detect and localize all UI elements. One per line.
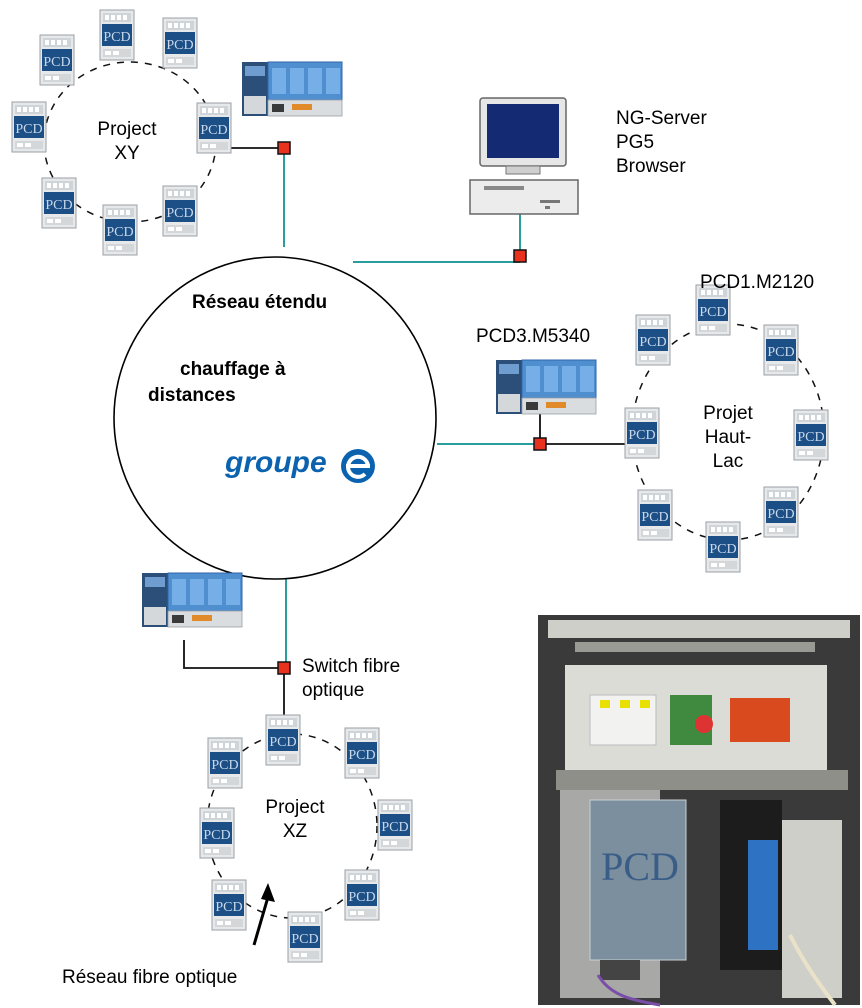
- switch-label: Switch fibre optique: [302, 655, 400, 703]
- wan-line3: distances: [148, 385, 236, 406]
- ring-xz-label: Project XZ: [255, 796, 335, 844]
- pcd3-xy: [241, 61, 343, 117]
- groupe-e-logo-icon: [341, 449, 375, 483]
- ring-hautlac-line2: Haut-: [704, 427, 752, 448]
- ring-xy-line2: XY: [114, 143, 140, 164]
- pcd1-label: PCD1.M2120: [700, 272, 815, 293]
- server-label: NG-Server PG5 Browser: [616, 107, 707, 179]
- ring-xz: [206, 733, 378, 919]
- wan-line2: chauffage à: [180, 359, 286, 380]
- ring-xy-line1: Project: [97, 119, 157, 140]
- svg-text:PCD: PCD: [601, 844, 679, 889]
- ring-xz-line2: XZ: [282, 821, 308, 842]
- ring-xz-line1: Project: [265, 797, 325, 818]
- pcd3-hautlac: [495, 359, 597, 415]
- switch-label-line2: optique: [302, 680, 365, 701]
- wan-title: Réseau étendu: [192, 292, 328, 313]
- server-line2: PG5: [616, 132, 655, 153]
- arrow-icon: [252, 883, 275, 946]
- pcd3-xz: [141, 572, 243, 628]
- ring-xy-label: Project XY: [82, 118, 172, 166]
- fiber-network-label: Réseau fibre optique: [62, 967, 238, 988]
- ring-hautlac-line3: Lac: [712, 451, 744, 472]
- pcd3-label: PCD3.M5340: [476, 326, 591, 347]
- ring-hautlac-line1: Projet: [703, 403, 753, 424]
- cabinet-photo: PCD: [538, 615, 860, 1007]
- ring-hautlac-label: Projet Haut- Lac: [688, 402, 768, 474]
- switch-label-line1: Switch fibre: [302, 656, 401, 677]
- groupe-logo-text: groupe: [225, 446, 327, 479]
- server-line1: NG-Server: [616, 108, 707, 129]
- server-computer-icon: [469, 97, 579, 215]
- server-line3: Browser: [616, 156, 686, 177]
- fiber-switches: [277, 141, 547, 675]
- wan-circle: [113, 256, 437, 580]
